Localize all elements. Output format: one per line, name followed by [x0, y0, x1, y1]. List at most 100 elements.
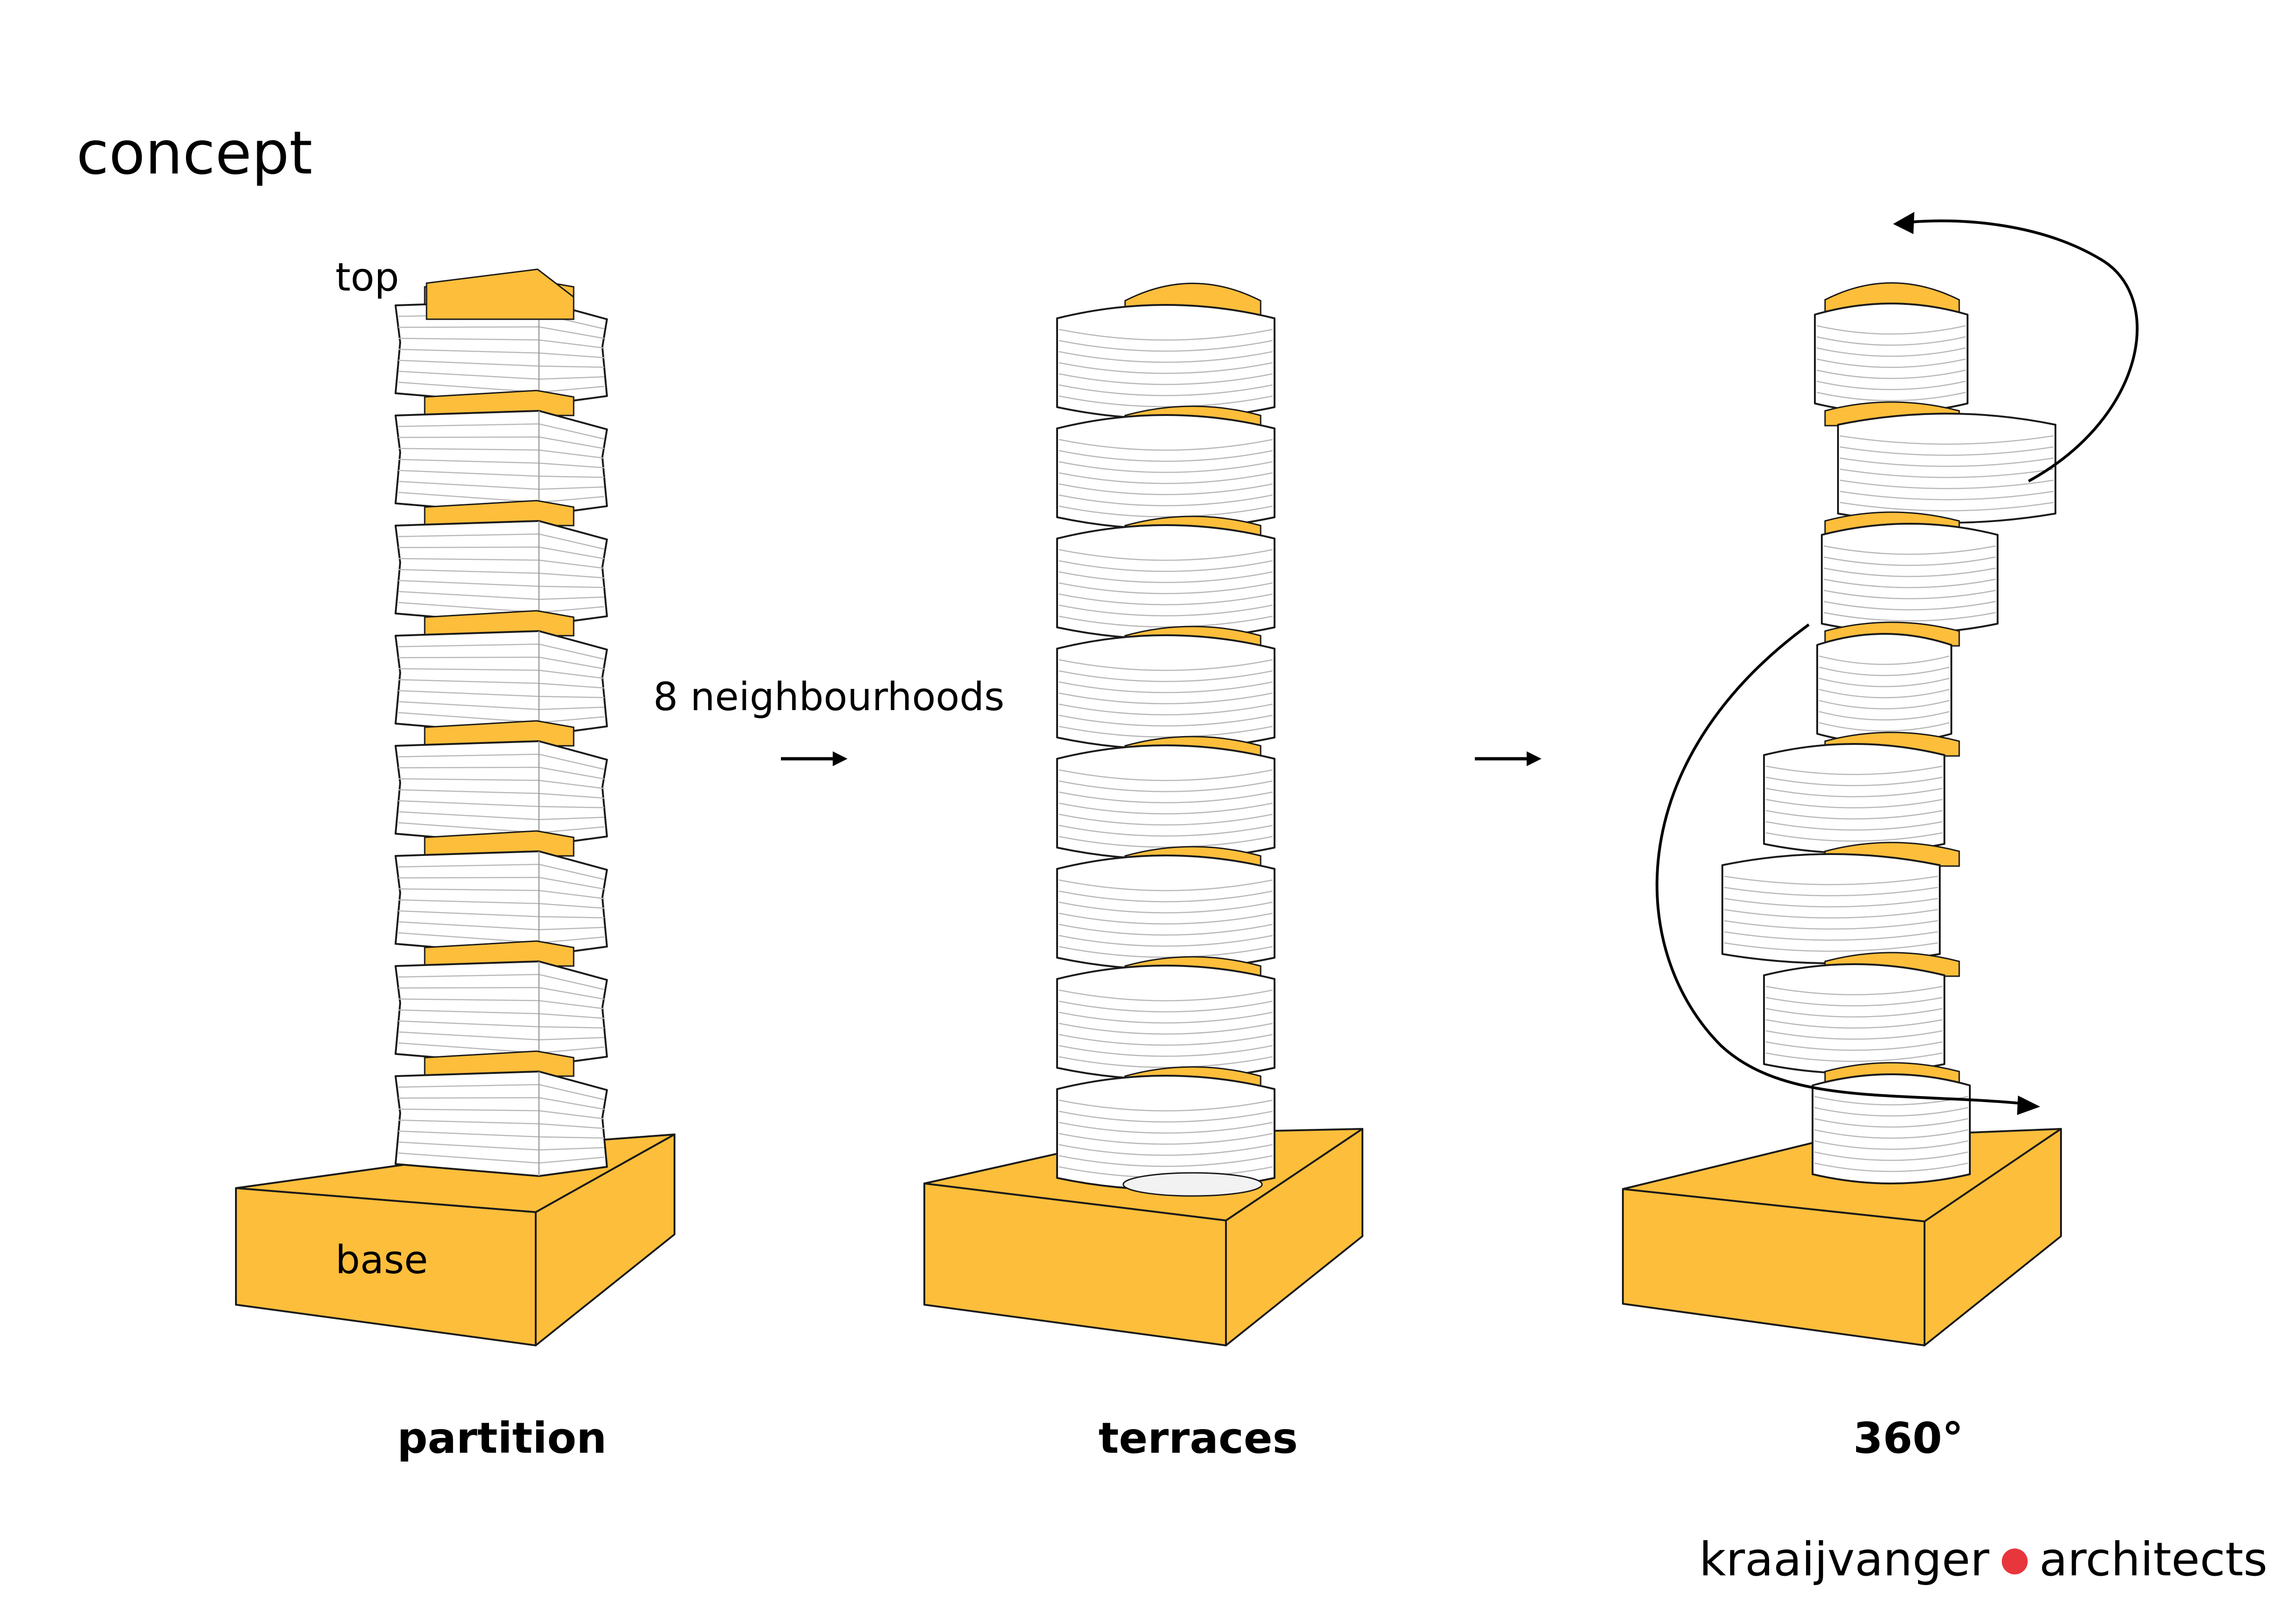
floor-line [1839, 435, 2054, 445]
floor-line [1058, 703, 1273, 716]
floor-line [1058, 328, 1273, 341]
floor-line [1839, 502, 2054, 512]
floor-line [1814, 1162, 1968, 1172]
caption-360: 360° [1853, 1413, 1963, 1463]
base-right-face [535, 1134, 675, 1346]
floor-line [1058, 1155, 1273, 1167]
tower-terraces [923, 283, 1363, 1346]
floor-line [1058, 989, 1273, 1002]
floor-line [1058, 946, 1273, 958]
floor-line [1814, 1107, 1968, 1117]
top-crown [426, 268, 575, 320]
floor-line [1765, 832, 1943, 842]
base-core [1122, 1172, 1263, 1197]
floor-line [1058, 659, 1273, 671]
floor-line [1814, 1151, 1968, 1161]
floor-line [1839, 490, 2054, 501]
floor-line [1816, 358, 1966, 368]
floor-line [1823, 567, 1996, 577]
floor-line [1765, 765, 1943, 775]
floor-line [1058, 1034, 1273, 1046]
base-right-face [1924, 1128, 2062, 1346]
base-right-face [1225, 1128, 1363, 1346]
floor-line [1058, 351, 1273, 363]
floor-line [1823, 612, 1996, 622]
floor-line [1058, 802, 1273, 815]
floor-line [1816, 347, 1966, 357]
floor-line [1058, 1056, 1273, 1068]
floor-line [1058, 615, 1273, 628]
page-title: concept [76, 119, 312, 188]
floor-line [1724, 909, 1938, 919]
floor-line [1058, 836, 1273, 848]
floor-line [1765, 776, 1943, 787]
floor-line [1058, 1110, 1273, 1123]
floor-line [1724, 920, 1938, 930]
floor-line [1058, 890, 1273, 903]
floor-line [1058, 912, 1273, 925]
floor-line [1058, 1099, 1273, 1112]
floor-line [1765, 985, 1943, 996]
floor-line [1819, 700, 1950, 710]
floor-line [1823, 556, 1996, 566]
floor-line [1058, 923, 1273, 936]
floor-line [1765, 810, 1943, 820]
tower-partition: top base [235, 254, 675, 1346]
floor-line [1058, 439, 1273, 451]
floor-line [1058, 593, 1273, 606]
floor-line [1058, 340, 1273, 352]
floor-line [1724, 931, 1938, 941]
neighbourhood-stack-partition [395, 279, 608, 1177]
core-slab [424, 610, 575, 637]
neighbourhood-block [1763, 963, 1945, 1074]
core-slab [424, 830, 575, 857]
floor-line [1058, 1045, 1273, 1057]
floor-line [1058, 791, 1273, 804]
core-slab [424, 1050, 575, 1077]
core-slab [424, 940, 575, 967]
floor-line [1765, 997, 1943, 1007]
floor-line [1819, 711, 1950, 721]
floor-line [1058, 824, 1273, 837]
floor-line [1765, 1052, 1943, 1062]
floor-line [1823, 545, 1996, 555]
floor-line [1765, 787, 1943, 798]
tower-360 [1622, 212, 2139, 1346]
floor-line [1819, 666, 1950, 676]
floor-line [1058, 670, 1273, 682]
floor-line [1819, 722, 1950, 732]
floor-line [1724, 886, 1938, 897]
rotation-arrowhead-upper [1893, 212, 1914, 234]
floor-line [1058, 725, 1273, 738]
floor-line [1816, 391, 1966, 402]
floor-line [1058, 384, 1273, 396]
label-neighbourhoods: 8 neighbourhoods [653, 674, 1004, 719]
floor-line [1058, 769, 1273, 781]
floor-line [1823, 578, 1996, 588]
caption-partition: partition [397, 1413, 606, 1463]
core-slab [424, 500, 575, 527]
rotation-arrow-lower [1655, 623, 2022, 1105]
floor-line [1839, 457, 2054, 467]
floor-line [1058, 549, 1273, 561]
floor-line [1058, 714, 1273, 727]
floor-line [1765, 1041, 1943, 1051]
neighbourhood-block [1763, 743, 1945, 854]
floor-line [1765, 1019, 1943, 1029]
neighbourhood-stack-terraces [1056, 283, 1275, 1197]
floor-line [1814, 1140, 1968, 1150]
floor-line [1058, 935, 1273, 947]
floor-line [1058, 362, 1273, 374]
floor-line [1058, 1022, 1273, 1035]
rotation-arrow-upper [1910, 219, 2139, 483]
floor-line [1058, 1011, 1273, 1024]
label-top: top [335, 254, 399, 300]
floor-line [1058, 901, 1273, 914]
floor-line [1765, 1008, 1943, 1018]
caption-terraces: terraces [1099, 1413, 1298, 1463]
floor-line [1058, 582, 1273, 595]
floor-line [1058, 483, 1273, 496]
neighbourhood-block [1812, 1073, 1971, 1184]
floor-line [1058, 780, 1273, 793]
floor-line [1058, 681, 1273, 694]
